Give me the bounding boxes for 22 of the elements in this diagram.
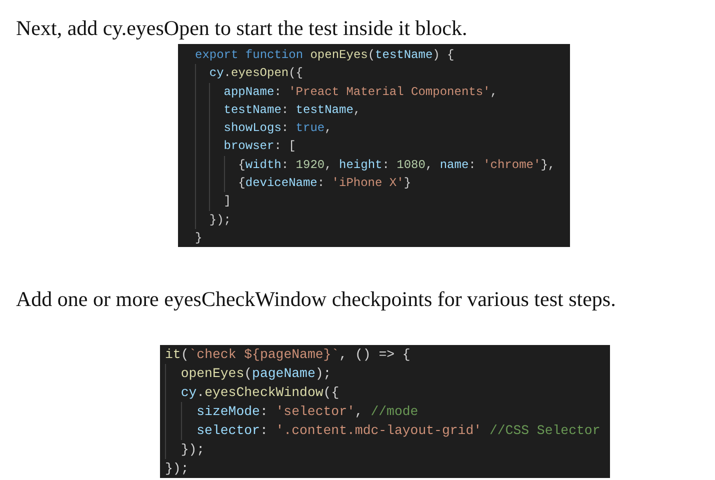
- code-line: browser: [: [195, 137, 570, 156]
- code-line: selector: '.content.mdc-layout-grid' //CSS Selector: [165, 421, 610, 440]
- code-line: it(`check ${pageName}`, () => {: [165, 346, 412, 364]
- code-line: {deviceName: 'iPhone X'}: [195, 174, 570, 192]
- code-line: ]: [195, 192, 570, 211]
- code-line: openEyes(pageName);: [165, 364, 610, 383]
- instruction-text: Add one or more eyesCheckWindow checkpoints for various test steps.: [16, 287, 616, 311]
- code-line: showLogs: true,: [195, 119, 570, 138]
- code-line: cy.eyesOpen({: [195, 64, 570, 83]
- code-line: cy.eyesCheckWindow({: [165, 383, 610, 402]
- code-line: });: [195, 210, 570, 229]
- code-panel: [160, 345, 610, 478]
- code-line: sizeMode: 'selector', //mode: [165, 402, 610, 421]
- code-line: {width: 1920, height: 1080, name: 'chrome'},: [195, 156, 570, 174]
- code-line: export function openEyes(testName) {: [195, 47, 456, 64]
- code-line: });: [165, 460, 190, 478]
- code-line: testName: testName,: [195, 100, 570, 120]
- instruction-text: Next, add cy.eyesOpen to start the test inside it block.: [16, 16, 468, 40]
- code-line: });: [165, 440, 610, 459]
- code-line: }: [195, 230, 204, 247]
- code-line: appName: 'Preact Material Components',: [195, 82, 570, 101]
- code-panel: [178, 44, 570, 248]
